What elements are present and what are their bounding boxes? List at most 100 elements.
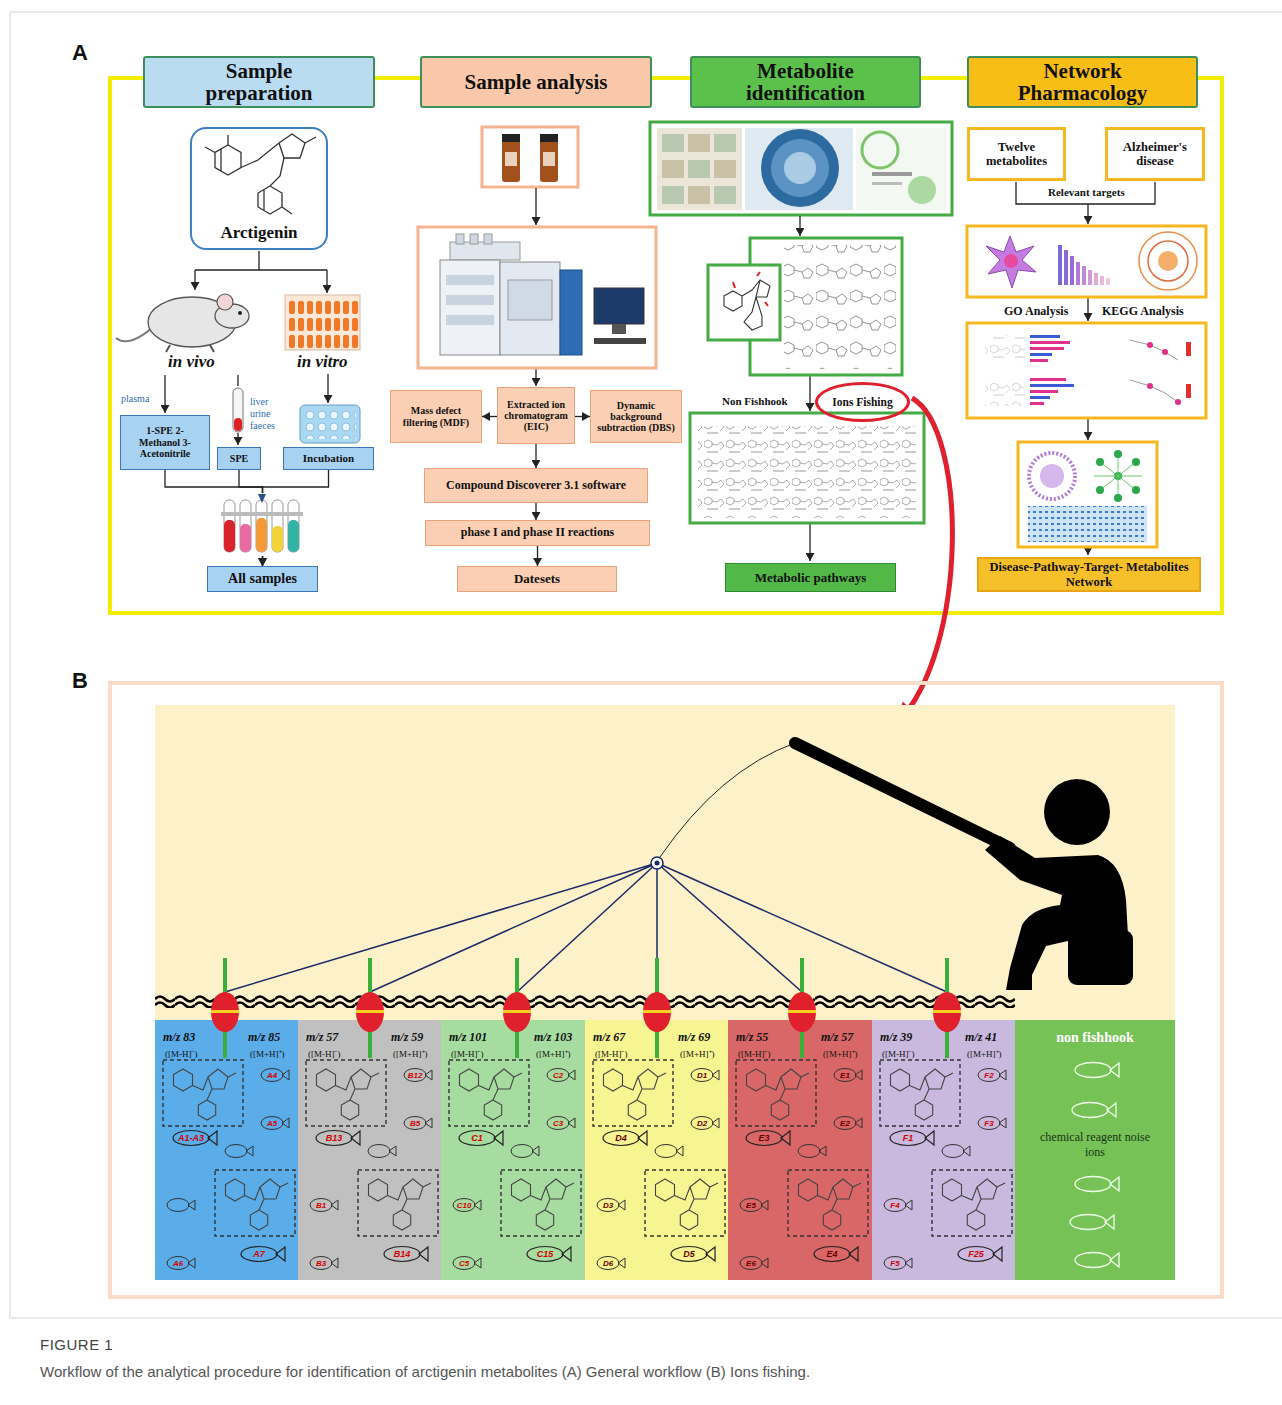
band-text: m/z 41 <box>965 1030 997 1045</box>
instrument-box <box>418 227 656 368</box>
structures-box <box>708 238 902 375</box>
band-text: E3 <box>746 1133 782 1143</box>
band-text: C5 <box>453 1259 475 1268</box>
water-waves <box>155 994 1015 1008</box>
band-text: F3 <box>978 1119 1000 1128</box>
band-text: D1 <box>691 1071 713 1080</box>
process-box: Extracted ion chromatogram (EIC) <box>497 387 575 444</box>
band-text: A6 <box>167 1259 189 1268</box>
band-region: m/z 39([M-H]⁻)m/z 41([M+H]⁺)F2F3F1F4F25F… <box>872 1020 1015 1280</box>
text-label: Relevant targets <box>1046 186 1127 198</box>
text-label: in vitro <box>297 352 348 372</box>
process-box: Metabolite identification <box>690 56 921 108</box>
text-label: liver urine faeces <box>250 396 286 432</box>
ions-fishing-arrow <box>898 398 952 722</box>
process-box: Incubation <box>283 447 374 470</box>
band-text: m/z 103 <box>534 1030 572 1045</box>
connector <box>535 444 536 468</box>
figure-caption: Workflow of the analytical procedure for… <box>40 1362 1240 1382</box>
band-text: m/z 85 <box>248 1030 280 1045</box>
band-text: A7 <box>241 1249 277 1259</box>
process-box: Alzheimer's disease <box>1105 127 1205 181</box>
box-text: Incubation <box>303 452 354 465</box>
process-box: Datesets <box>457 566 617 592</box>
panel-b-frame <box>110 683 1222 1297</box>
text-label: GO Analysis <box>1004 304 1068 319</box>
process-box: All samples <box>207 566 318 592</box>
text-label: Non Fishhook <box>722 395 788 407</box>
connector <box>575 416 590 417</box>
band-text: m/z 59 <box>391 1030 423 1045</box>
band-text: A4 <box>261 1071 283 1080</box>
box-text: Sample preparation <box>185 60 333 104</box>
connector <box>535 503 536 520</box>
band-text: ([M+H]⁺) <box>680 1047 715 1060</box>
box-text: phase I and phase II reactions <box>461 526 614 539</box>
process-box: Sample analysis <box>420 56 652 108</box>
tube-icon <box>233 388 243 432</box>
band-text: ([M-H]⁻) <box>882 1047 915 1060</box>
band-text: C3 <box>547 1119 569 1128</box>
process-box: Arctigenin <box>190 127 328 250</box>
figure-border <box>10 12 1282 1318</box>
band-region: m/z 57([M-H]⁻)m/z 59([M+H]⁺)B12B5B13B1B1… <box>298 1020 441 1280</box>
band-text: C15 <box>527 1249 563 1259</box>
network-box <box>1018 442 1157 547</box>
band-text: D2 <box>691 1119 713 1128</box>
band-text: E6 <box>740 1259 762 1268</box>
box-text: All samples <box>228 571 297 587</box>
band-text: ([M-H]⁻) <box>738 1047 771 1060</box>
band-text: ([M-H]⁻) <box>595 1047 628 1060</box>
text-label: in vivo <box>168 352 215 372</box>
box-text: Metabolic pathways <box>755 570 867 586</box>
band-text: D4 <box>603 1133 639 1143</box>
process-box: SPE <box>217 447 261 470</box>
band-text: ([M+H]⁺) <box>823 1047 858 1060</box>
band-text: D5 <box>671 1249 707 1259</box>
text-label: FIGURE 1 <box>40 1336 113 1353</box>
band-text: ([M+H]⁺) <box>967 1047 1002 1060</box>
band-text: E4 <box>814 1249 850 1259</box>
box-text: Dynamic background subtraction (DBS) <box>595 400 677 434</box>
band-text: m/z 69 <box>678 1030 710 1045</box>
arctigenin-structure <box>205 134 316 214</box>
test-tubes-illustration <box>220 493 306 556</box>
process-box: Mass defect filtering (MDF) <box>390 390 482 443</box>
process-box: Compound Discoverer 3.1 software <box>424 468 648 503</box>
band-text: A5 <box>261 1119 283 1128</box>
band-text: chemical reagent noise ions <box>1030 1130 1160 1160</box>
process-box: Network Pharmacology <box>967 56 1198 108</box>
text-label: plasma <box>121 393 149 404</box>
band-region: m/z 101([M-H]⁻)m/z 103([M+H]⁺)C2C3C1C10C… <box>441 1020 585 1280</box>
band-text: F4 <box>884 1201 906 1210</box>
process-box: Dynamic background subtraction (DBS) <box>590 390 682 443</box>
band-text: m/z 57 <box>306 1030 338 1045</box>
band-text: E5 <box>740 1201 762 1210</box>
band-region: m/z 55([M-H]⁻)m/z 57([M+H]⁺)E1E2E3E5E4E6 <box>728 1020 872 1280</box>
band-text: ([M+H]⁺) <box>393 1047 428 1060</box>
text-label: B <box>72 668 88 694</box>
process-box: Twelve metabolites <box>967 127 1066 181</box>
fishing-lines <box>225 743 947 992</box>
band-text: ([M-H]⁻) <box>308 1047 341 1060</box>
box-text: Extracted ion chromatogram (EIC) <box>502 399 570 433</box>
process-box: Disease-Pathway-Target- Metabolites Netw… <box>977 557 1201 592</box>
floats <box>211 958 961 1058</box>
band-text: B12 <box>404 1071 426 1080</box>
band-text: ([M-H]⁻) <box>451 1047 484 1060</box>
target-charts-box <box>967 226 1206 297</box>
connector <box>482 416 497 417</box>
band-text: m/z 67 <box>593 1030 625 1045</box>
band-text: E2 <box>834 1119 856 1128</box>
bands <box>155 1020 1175 1280</box>
box-text: Compound Discoverer 3.1 software <box>446 479 626 492</box>
text-label: A <box>72 40 88 66</box>
process-box: Ions Fishing <box>815 382 910 422</box>
box-text: Datesets <box>514 572 560 587</box>
band-region: non fishhookchemical reagent noise ions <box>1015 1020 1175 1280</box>
text-label: KEGG Analysis <box>1102 304 1184 319</box>
split-arrows <box>195 251 327 293</box>
band-text: C2 <box>547 1071 569 1080</box>
